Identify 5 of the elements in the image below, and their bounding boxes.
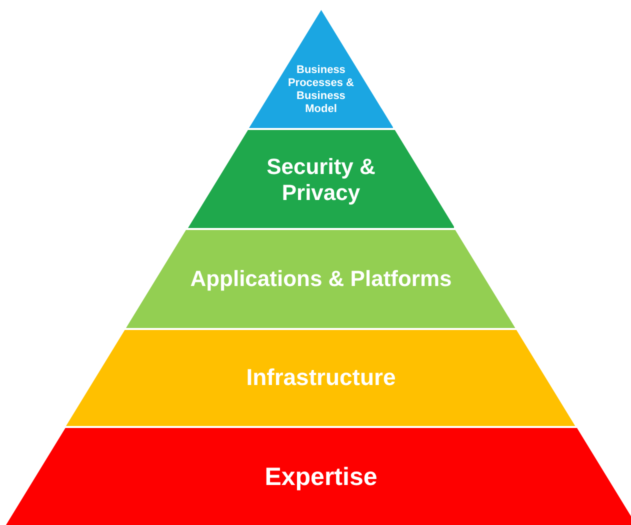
layer-label: Infrastructure xyxy=(246,364,396,392)
layer-label: Security & Privacy xyxy=(266,154,376,206)
layer-label: Business Processes & Business Model xyxy=(286,64,355,116)
layer-label: Applications & Platforms xyxy=(190,266,452,292)
layer-label: Expertise xyxy=(264,462,378,492)
